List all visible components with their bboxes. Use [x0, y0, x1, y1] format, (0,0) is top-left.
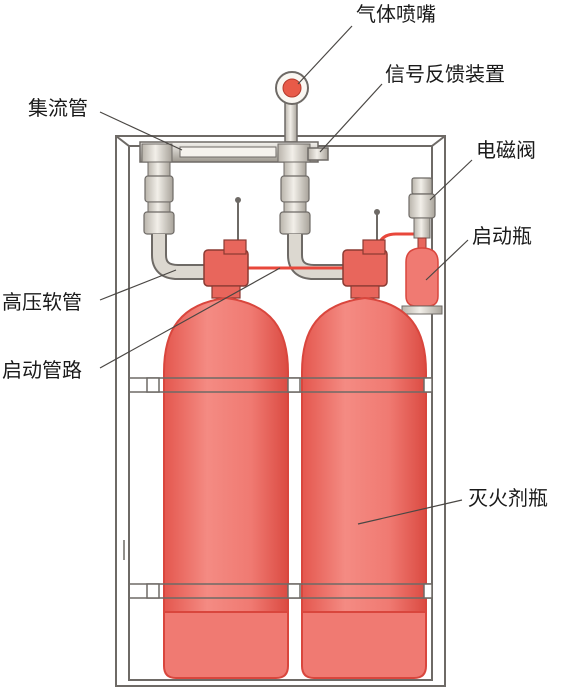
right-check-valve: [279, 161, 311, 235]
starter-bottle: [401, 247, 443, 315]
solenoid-valve: [408, 177, 436, 249]
right-extinguishant-cylinder: [301, 296, 427, 679]
label-start-pipeline: 启动管路: [2, 358, 82, 382]
label-solenoid-valve: 电磁阀: [476, 138, 536, 162]
label-high-pressure-hose: 高压软管: [2, 290, 82, 314]
signal-feedback-device: [307, 147, 329, 161]
manifold-pipe: [139, 141, 319, 163]
label-extinguishant-bottle: 灭火剂瓶: [468, 486, 548, 510]
leader-starter-bottle: [425, 239, 469, 281]
left-check-valve: [143, 161, 175, 235]
leader-lines: [99, 25, 473, 525]
leader-high-pressure-hose: [99, 269, 177, 301]
leader-signal-feedback: [319, 83, 383, 153]
leader-extinguishant-bottle: [357, 499, 463, 525]
label-starter-bottle: 启动瓶: [472, 224, 532, 248]
lower-retaining-strap: [129, 583, 433, 599]
leader-gas-nozzle: [297, 25, 353, 85]
label-gas-nozzle: 气体喷嘴: [356, 2, 436, 26]
gas-nozzle: [275, 71, 309, 143]
left-extinguishant-cylinder: [163, 296, 289, 679]
right-cylinder-valve: [342, 209, 388, 299]
leader-solenoid-valve: [429, 159, 473, 201]
leader-manifold: [99, 111, 183, 151]
upper-retaining-strap: [129, 377, 433, 393]
label-signal-feedback: 信号反馈装置: [385, 62, 505, 86]
start-pipeline: [240, 232, 418, 270]
leader-start-pipeline: [99, 267, 281, 369]
label-manifold: 集流管: [28, 96, 88, 120]
left-cylinder-valve: [203, 197, 249, 299]
